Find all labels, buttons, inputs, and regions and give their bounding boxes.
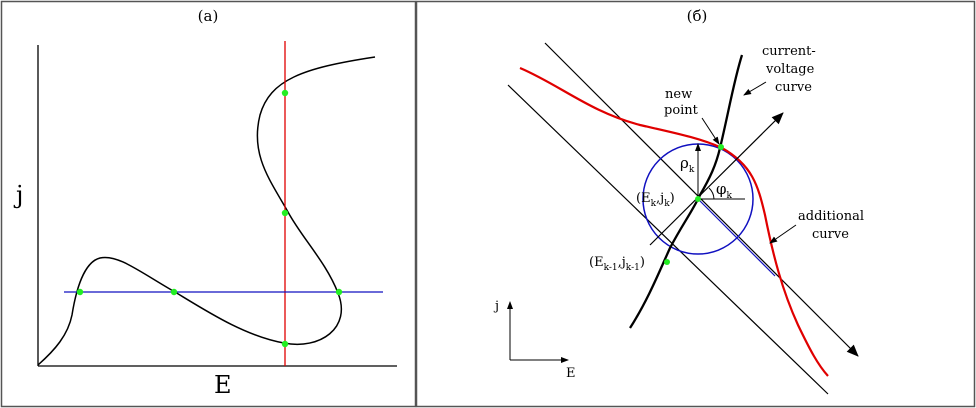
panel-b-new-pointer [701,117,720,145]
panel-a-point [281,340,289,348]
panel-b-new-label-2: point [664,103,699,118]
panel-b-current-point-label: (Ek,jk) [636,191,675,209]
panel-b-phi-label: φk [716,180,733,201]
panel-a-point [76,288,84,296]
panel-a-label: (a) [198,7,219,25]
panel-b-label: (б) [687,7,708,25]
panel-b-frame [415,0,976,408]
panel-b-prev-point-label: (Ek-1,jk-1) [589,255,645,273]
panel-b-tangent-arrow [649,112,784,246]
panel-b-additional-curve [519,66,829,377]
panel-b-new-point [718,144,724,150]
panel-b-blue-radius [697,198,776,277]
panel-a-iv-curve [37,56,376,366]
panel-b-mini-x-label: E [566,366,576,381]
panel-b-add-pointer [769,224,797,244]
panel-a-point [335,288,343,296]
panel-b-current-point [695,196,701,202]
panel-b-current-pointer [743,81,767,96]
panel-a-point [281,89,289,97]
panel-a-y-label: j [13,181,23,209]
panel-a-point [170,288,178,296]
panel-b-phi-arc [708,187,715,200]
panel-a-frame [0,0,417,408]
panel-b-current-label-1: current- [762,44,816,59]
panel-b-prev-point [664,259,670,265]
panel-b-new-label-1: new [665,87,692,102]
panel-b-add-label-2: curve [812,227,849,242]
panel-b-rho-label: ρk [680,154,695,175]
panel-b-mini-y-label: j [493,299,499,314]
panel-b-current-label-2: voltage [765,62,815,77]
panel-a-x-label: E [214,371,232,399]
panel-a-point [281,209,289,217]
panel-b-current-label-3: curve [775,80,812,95]
panel-b-add-label-1: additional [798,209,864,224]
panel-b-diagonal-lower [507,84,829,395]
